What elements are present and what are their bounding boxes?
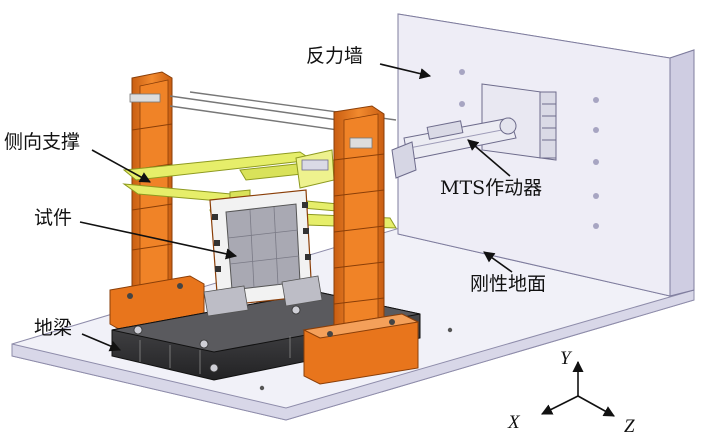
x-axis-label: X: [507, 412, 521, 433]
component-labels: 反力墙 侧向支撑 试件 MTS作动器 刚性地面 地梁: [4, 45, 546, 339]
specimen: [203, 189, 323, 317]
z-axis-label: Z: [624, 416, 635, 437]
right-column: [302, 105, 420, 385]
reaction-wall: [397, 13, 695, 297]
ground-beam-arrow: [81, 333, 122, 352]
z-axis-arrow: [577, 395, 615, 417]
rigid-floor-arrow: [483, 251, 513, 273]
leader-arrows: [79, 63, 513, 352]
label-mts-actuator: MTS作动器: [440, 177, 542, 199]
label-rigid-floor: 刚性地面: [470, 273, 546, 295]
left-column: [109, 71, 205, 333]
specimen-arrow: [79, 221, 238, 260]
x-axis-arrow: [540, 395, 579, 415]
label-specimen: 试件: [34, 207, 72, 229]
label-lateral-bracing: 侧向支撑: [4, 131, 80, 153]
actuator-clevis: [539, 91, 557, 159]
mts-actuator-arrow: [467, 139, 511, 177]
lateral-bracing-arrow: [91, 149, 151, 183]
reaction-wall-arrow: [379, 63, 432, 80]
mts-actuator: [391, 117, 517, 179]
floor-bolt-hole: [259, 385, 265, 391]
specimen-base-plate: [203, 285, 249, 317]
label-reaction-wall: 反力墙: [306, 45, 363, 67]
y-axis-label: Y: [560, 348, 573, 369]
specimen-base-plate: [281, 275, 323, 307]
floor-bolt-hole: [447, 327, 453, 333]
coordinate-axes: Y X Z: [507, 348, 635, 437]
label-ground-beam: 地梁: [34, 317, 72, 339]
